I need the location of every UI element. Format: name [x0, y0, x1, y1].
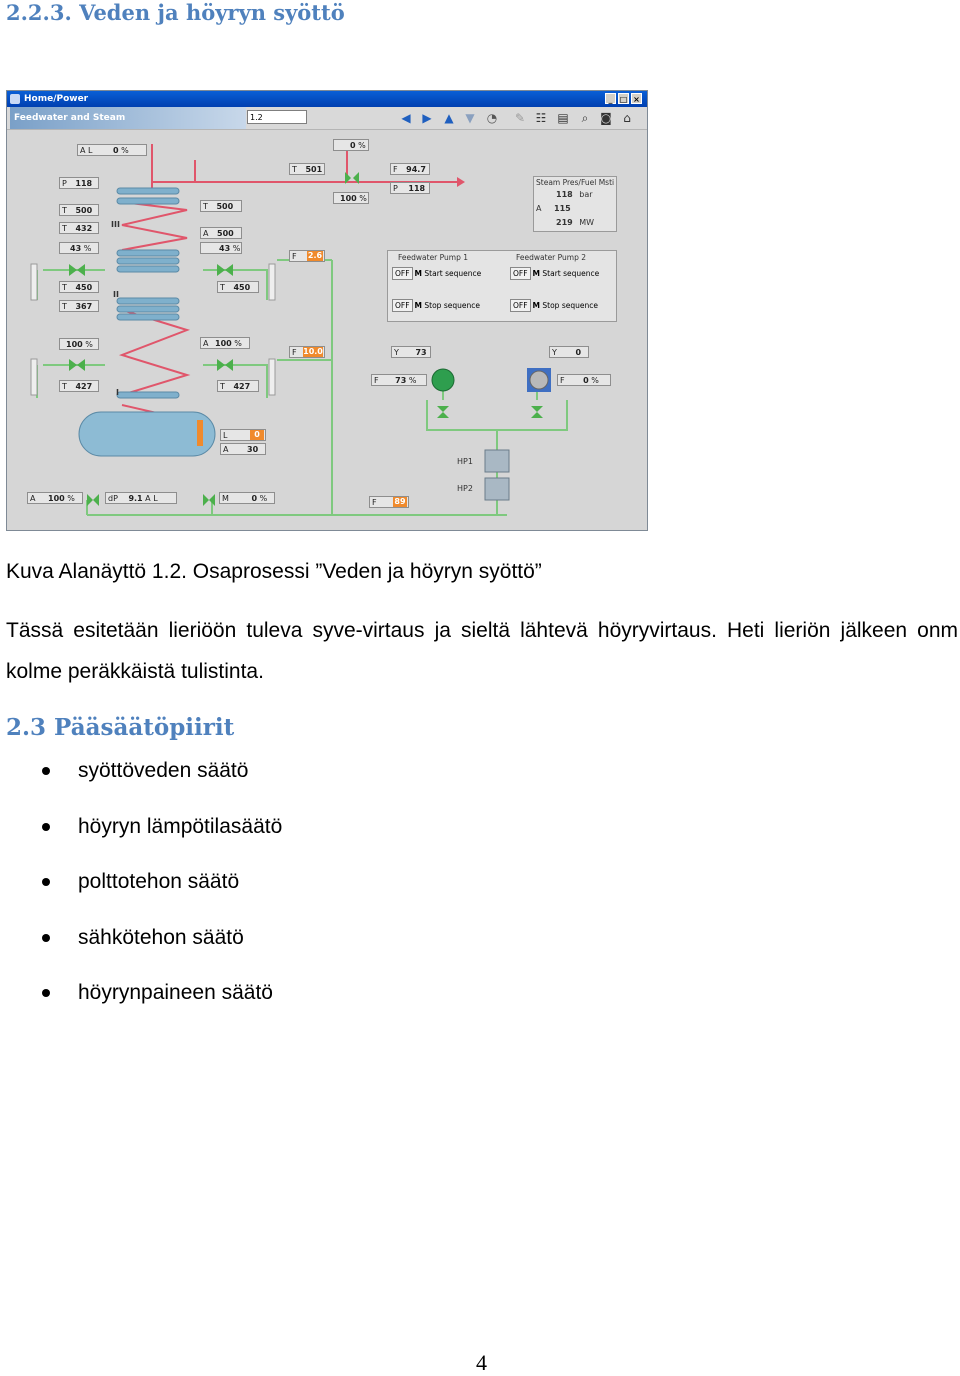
- hp1-heater: [484, 449, 510, 473]
- hp2-heater: [484, 477, 510, 501]
- up-arrow-icon[interactable]: ▲: [444, 111, 454, 125]
- tag-mid-a100[interactable]: A 100 %: [200, 337, 250, 349]
- steam-panel-title: Steam Pres/Fuel Msti: [536, 178, 615, 187]
- hp1-label: HP1: [457, 457, 473, 466]
- process-canvas: A L 0 % P 118 T 500 T 432 43 % T 450 T 3…: [7, 130, 647, 530]
- tag-drum-level[interactable]: L 0: [220, 429, 266, 441]
- tag-f947[interactable]: F 94.7: [390, 163, 430, 175]
- process-screenshot: Home/Power _ □ × Feedwater and Steam 1.2…: [6, 90, 648, 531]
- hp2-label: HP2: [457, 484, 473, 493]
- bullet-icon: [42, 989, 50, 997]
- tag-p118-right[interactable]: P 118: [390, 182, 430, 194]
- tag-level-AL[interactable]: A L 0 %: [77, 144, 147, 156]
- steam-row1[interactable]: 118 bar: [556, 190, 593, 199]
- valve-icons: [69, 172, 543, 506]
- tag-top-pct0[interactable]: 0 %: [333, 139, 369, 151]
- tag-pct43[interactable]: 43 %: [59, 242, 99, 254]
- toolbar: Feedwater and Steam 1.2 ◀ ▶ ▲ ▼ ◔ ✎ ☷ ▤ …: [7, 107, 647, 130]
- tag-top-pct100[interactable]: 100 %: [333, 192, 369, 204]
- clock-icon[interactable]: ◔: [486, 111, 498, 125]
- bullet-icon: [42, 822, 50, 831]
- window-titlebar: Home/Power _ □ ×: [7, 91, 647, 107]
- page-number: 4: [476, 1350, 487, 1375]
- tag-mid-t450[interactable]: T 450: [217, 281, 259, 293]
- list-item: polttotehon säätö: [0, 863, 282, 919]
- home-icon[interactable]: ⌂: [623, 111, 631, 125]
- tag-bottom-a100[interactable]: A 100 %: [27, 492, 83, 504]
- pump2-title: Feedwater Pump 2: [516, 253, 587, 262]
- figure-caption: Kuva Alanäyttö 1.2. Osaprosessi ”Veden j…: [6, 560, 542, 583]
- app-icon: [10, 94, 20, 104]
- heat-exchangers: [116, 187, 180, 399]
- tag-mid-t427[interactable]: T 427: [217, 380, 259, 392]
- tag-bottom-m[interactable]: M 0 %: [219, 492, 275, 504]
- tag-pump1-y[interactable]: Y 73: [391, 346, 431, 358]
- steam-drum: [78, 411, 216, 457]
- tag-t500[interactable]: T 500: [59, 204, 99, 216]
- pump-2-icon: [529, 370, 549, 390]
- maximize-button[interactable]: □: [618, 93, 629, 104]
- steam-pressure-panel: Steam Pres/Fuel Msti 118 bar A 115 219 M…: [533, 176, 617, 232]
- tag-p118[interactable]: P 118: [59, 177, 99, 189]
- display-id-field[interactable]: 1.2: [247, 110, 307, 124]
- list-item: höyryn lämpötilasäätö: [0, 808, 282, 864]
- tag-bottom-dp[interactable]: dP 9.1 A L: [105, 492, 177, 504]
- tag-top-t501[interactable]: T 501: [289, 163, 325, 175]
- tag-f89[interactable]: F 89: [369, 496, 409, 508]
- tag-mid-pct43[interactable]: 43 %: [200, 242, 242, 254]
- process-diagram: [30, 144, 568, 516]
- control-loop-list: syöttöveden säätö höyryn lämpötilasäätö …: [0, 752, 282, 1030]
- list-item: syöttöveden säätö: [0, 752, 282, 808]
- bullet-icon: [42, 878, 50, 886]
- list-item: höyrynpaineen säätö: [0, 974, 282, 1030]
- tag-pump1-f[interactable]: F 73 %: [371, 374, 427, 386]
- tag-f26[interactable]: F 2.6: [289, 250, 325, 262]
- display-name: Feedwater and Steam: [10, 107, 246, 129]
- tag-pct100[interactable]: 100 %: [59, 338, 99, 350]
- bullet-icon: [42, 933, 50, 942]
- body-paragraph: Tässä esitetään lieriöön tuleva syve-vir…: [6, 619, 958, 683]
- superheater-2-label: II: [113, 290, 119, 299]
- tag-pump2-y[interactable]: Y 0: [549, 346, 589, 358]
- tag-mid-a500[interactable]: A 500: [200, 227, 242, 239]
- window-title: Home/Power: [24, 94, 89, 104]
- section-heading-main: 2.3 Pääsäätöpiirit: [6, 714, 235, 741]
- superheater-1-label: I: [116, 388, 119, 397]
- tag-t450[interactable]: T 450: [59, 281, 99, 293]
- tag-f100[interactable]: F 10.0: [289, 346, 325, 358]
- superheater-3-label: III: [111, 220, 120, 229]
- forward-arrow-icon[interactable]: ▶: [422, 111, 432, 125]
- side-gauges: [30, 263, 276, 396]
- print-icon[interactable]: ▤: [557, 111, 569, 125]
- drum-level-bar: [197, 420, 203, 446]
- tag-t427[interactable]: T 427: [59, 380, 99, 392]
- pump-1-icon: [431, 368, 455, 392]
- steam-row3[interactable]: 219 MW: [556, 218, 595, 227]
- minimize-button[interactable]: _: [605, 93, 616, 104]
- section-heading: 2.2.3. Veden ja höyryn syöttö: [6, 0, 345, 25]
- close-button[interactable]: ×: [631, 93, 642, 104]
- tag-drum-A[interactable]: A 30: [220, 443, 266, 455]
- tree-icon[interactable]: ☷: [535, 111, 547, 125]
- zoom-icon[interactable]: ⌕: [581, 111, 589, 125]
- pump1-title: Feedwater Pump 1: [398, 253, 469, 262]
- tag-mid-t500[interactable]: T 500: [200, 200, 242, 212]
- bullet-icon: [42, 767, 50, 775]
- tag-t432[interactable]: T 432: [59, 222, 99, 234]
- tag-t367[interactable]: T 367: [59, 300, 99, 312]
- down-arrow-icon[interactable]: ▼: [465, 111, 475, 125]
- steam-row2[interactable]: A 115: [536, 204, 571, 213]
- back-arrow-icon[interactable]: ◀: [401, 111, 411, 125]
- camera-icon[interactable]: ◙: [600, 111, 612, 125]
- wrench-icon[interactable]: ✎: [514, 111, 526, 125]
- tag-pump2-f[interactable]: F 0 %: [557, 374, 611, 386]
- steam-arrow-icon: [457, 177, 465, 187]
- list-item: sähkötehon säätö: [0, 919, 282, 975]
